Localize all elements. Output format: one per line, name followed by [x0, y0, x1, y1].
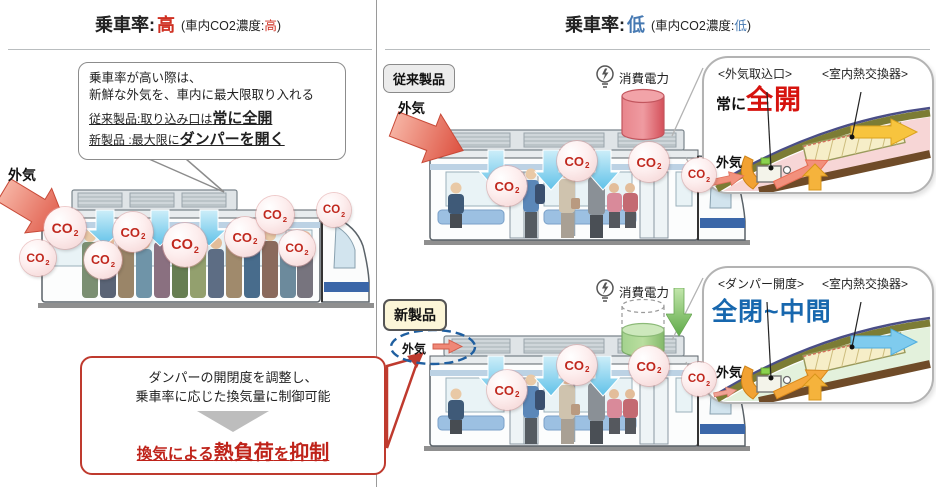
intake-port-title: <外気取込口> — [718, 67, 793, 81]
high-occupancy-callout: 乗車率が高い際は、 新鮮な外気を、車内に最大限取り入れる 従来製品:取り込み口は… — [78, 62, 346, 160]
callout-line-1: 乗車率が高い際は、 — [89, 71, 202, 85]
lightbulb-icon — [596, 279, 614, 302]
result-line-1: ダンパーの開閉度を調整し、 — [148, 370, 318, 385]
damper-unit — [756, 375, 782, 393]
result-conclusion: 換気による熱負荷を抑制 — [136, 442, 330, 464]
sparse-passengers — [448, 165, 638, 238]
intake-state-value: 常に全開 — [716, 85, 803, 115]
left-title-sub: (車内CO2濃度:高) — [180, 18, 282, 33]
damper-unit — [756, 165, 782, 183]
detail-panel-new: <ダンパー開度> <室内熱交換器> 全閉~中間 外気 — [702, 266, 934, 404]
lightbulb-icon — [596, 65, 614, 88]
return-air-arrow — [801, 163, 829, 191]
left-title: 乗車率:高 (車内CO2濃度:高) — [0, 10, 376, 38]
down-triangle-icon — [197, 411, 269, 432]
power-cylinder-full-red — [621, 88, 665, 141]
damper-result-box: ダンパーの開閉度を調整し、 乗車率に応じた換気量に制御可能 換気による熱負荷を抑… — [80, 356, 386, 475]
result-line-2: 乗車率に応じた換気量に制御可能 — [135, 388, 331, 404]
hvac-cutaway-conventional — [709, 92, 931, 192]
right-title: 乗車率:低 (車内CO2濃度:低) — [380, 10, 936, 38]
heat-exchanger-title: <室内熱交換器> — [822, 67, 909, 81]
outside-air-label-detail: 外気 — [716, 155, 743, 170]
result-box-pointer-tail — [385, 355, 421, 449]
detail-panel-conventional: <外気取込口> <室内熱交換器> 常に全開 外気 — [702, 56, 934, 194]
new-product-tag: 新製品 — [383, 299, 447, 331]
heat-exchanger-title: <室内熱交換器> — [822, 277, 909, 291]
right-title-text: 乗車率: — [564, 15, 625, 35]
right-title-sub: (車内CO2濃度:低) — [650, 18, 752, 33]
conventional-product-tag: 従来製品 — [383, 64, 456, 93]
outside-air-label-detail: 外気 — [716, 365, 743, 380]
callout-line-2: 新鮮な外気を、車内に最大限取り入れる — [89, 88, 315, 102]
callout-conventional-line: 従来製品:取り込み口は常に全開 — [89, 110, 273, 127]
left-title-value: 高 — [156, 15, 175, 35]
right-header-rule — [385, 49, 930, 50]
outside-air-inflow-arrow — [709, 171, 745, 187]
outside-air-inflow-arrow — [713, 386, 738, 398]
center-divider — [376, 0, 377, 487]
outside-air-label-new: 外気 — [402, 342, 427, 356]
damper-state-value: 全閉~中間 — [712, 298, 832, 326]
return-air-arrow — [801, 373, 829, 401]
damper-opening-title: <ダンパー開度> — [718, 277, 805, 291]
power-consumption-conventional: 消費電力 — [594, 64, 669, 90]
left-title-text: 乗車率: — [94, 15, 155, 35]
hvac-cutaway-new — [713, 302, 931, 402]
outside-air-label-left: 外気 — [8, 167, 36, 183]
left-header-rule — [8, 49, 372, 50]
power-decrease-arrow — [666, 288, 692, 337]
sparse-passengers — [448, 371, 638, 444]
supply-air-arrow — [850, 328, 919, 356]
supply-air-arrow — [850, 118, 919, 146]
power-consumption-new: 消費電力 — [594, 278, 669, 304]
outside-air-label-conventional: 外気 — [398, 101, 425, 116]
callout-new-line: 新製品 :最大限にダンパーを開く — [89, 131, 285, 148]
right-title-value: 低 — [626, 15, 645, 35]
